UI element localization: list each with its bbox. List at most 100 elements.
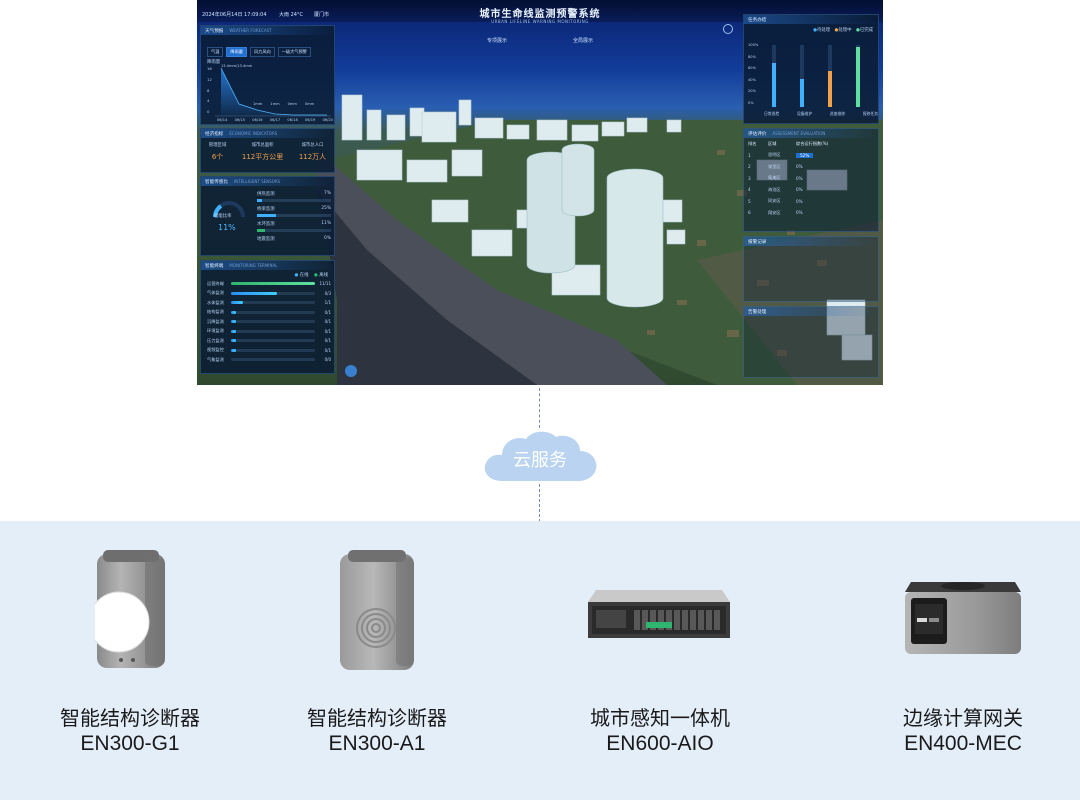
column-header: 排名 — [748, 140, 757, 146]
settings-icon[interactable] — [723, 24, 733, 34]
chip-wind[interactable]: 风力风向 — [249, 47, 275, 57]
sensor-with-disc-icon — [95, 550, 165, 668]
x-tick: 06/18 — [287, 118, 298, 122]
stat-value: 112万人 — [298, 153, 327, 161]
legend-item: 待处理 — [816, 28, 831, 33]
y-tick: 60% — [748, 66, 756, 71]
stat-value: 6个 — [211, 153, 224, 161]
y-tick: 80% — [748, 54, 756, 59]
y-tick: 20% — [748, 89, 756, 94]
x-tick: 06/17 — [269, 118, 281, 122]
panel-title-en: INTELLIGENT SENSORS — [233, 179, 281, 184]
point-label: 0mm — [304, 102, 315, 106]
device-name: 智能结构诊断器 — [60, 706, 200, 730]
category-label: 设备维护 — [796, 111, 813, 116]
column-header: 区域 — [768, 140, 777, 146]
panel-title: 智能终端 — [205, 264, 224, 269]
legend-item: 已完成 — [859, 28, 873, 33]
sensor-with-wireless-icon — [340, 550, 414, 670]
y-tick: 4 — [207, 98, 210, 104]
y-tick: 40% — [748, 77, 756, 82]
evaluation-panel: 评估评价 ASSESSMENT EVALUATION 排名 区域 综合运行指数(%… — [743, 128, 879, 232]
x-tick: 06/15 — [234, 118, 245, 122]
panel-title: 评估评价 — [748, 132, 767, 137]
panel-title: 经济指标 — [205, 132, 224, 137]
panel-title-en: ECONOMIC INDICATORS — [229, 131, 278, 136]
edge-gateway-icon — [905, 582, 1021, 654]
tab-global[interactable]: 全局展示 — [572, 38, 593, 44]
device-name: 边缘计算网关 — [903, 706, 1023, 730]
y-axis-ticks: 16 12 8 4 0 — [207, 66, 212, 114]
legend-offline: 离线 — [319, 273, 328, 278]
y-tick: 100% — [748, 43, 759, 47]
layers-icon[interactable] — [345, 365, 357, 377]
panel-title: 智能传感比 — [205, 180, 228, 185]
stat-total-area: 城市总面积 112平方公里 — [242, 142, 283, 162]
point-labels: 1mm 1mm 0mm 0mm — [253, 102, 314, 106]
x-axis-ticks: 06/14 06/15 06/16 06/17 06/18 06/19 06/2… — [217, 118, 333, 122]
connector-line-top — [539, 388, 540, 428]
legend-online: 在线 — [299, 273, 309, 278]
dashboard-subtitle: URBAN LIFELINE WARNING MONITORING — [491, 19, 589, 24]
stat-area-count: 管理区域 6个 — [209, 142, 227, 162]
cloud-service-label: 云服务 — [513, 450, 567, 471]
category-label: 日常巡检 — [764, 111, 780, 116]
stat-label: 管理区域 — [208, 143, 227, 148]
task-y-ticks: 100% 80% 60% 40% 20% 0% — [748, 43, 758, 105]
dashboard-title: 城市生命线监测预警系统 — [479, 9, 601, 20]
gauge-label: 智能比率 — [214, 214, 232, 219]
column-header: 综合运行指数(%) — [796, 140, 829, 146]
x-tick: 06/14 — [217, 118, 228, 122]
panel-title: 天气预报 — [205, 29, 224, 34]
panel-title-en: ASSESSMENT EVALUATION — [772, 131, 826, 136]
legend-item: 处理中 — [838, 28, 852, 33]
chip-warning[interactable]: 一级大气预警 — [277, 47, 311, 57]
tab-special[interactable]: 专项展示 — [487, 38, 508, 44]
task-categories: 日常巡检 设备维护 巡查维修 报修任务 — [764, 111, 878, 117]
y-tick: 12 — [207, 76, 212, 82]
sensor-value: 11% — [321, 221, 331, 226]
y-tick: 0% — [748, 100, 754, 105]
view-tabs: 专项展示 全局展示 — [487, 37, 593, 44]
stat-label: 城市总面积 — [251, 143, 274, 148]
connector-line-bottom — [539, 484, 540, 522]
chip-temperature[interactable]: 气温 — [207, 47, 224, 57]
terminal-legend: ● 在线 ● 离线 — [294, 273, 329, 278]
point-label: 1mm — [253, 102, 263, 106]
panel-title: 告警处理 — [744, 307, 878, 316]
category-label: 报修任务 — [862, 111, 878, 116]
stat-value: 112平方公里 — [241, 153, 284, 161]
y-tick: 8 — [207, 87, 210, 93]
task-panel: 任务办结 ●待处理 ●处理中 ●已完成 100% 80% 60% 40% 20%… — [743, 14, 879, 124]
panel-title: 任务办结 — [744, 15, 878, 24]
panel-title-en: WEATHER FORECAST — [229, 28, 272, 33]
sensor-name: 地震监测 — [257, 237, 275, 242]
device-model: EN300-G1 — [80, 732, 180, 755]
alarm-panel: 报警记录 — [743, 236, 879, 302]
gauge-value: 11% — [218, 223, 236, 232]
rainfall-chart — [215, 67, 331, 117]
chart-legend: 降雨量 — [207, 60, 221, 65]
chip-rainfall[interactable]: 降雨量 — [226, 47, 247, 57]
peak-label: 13.4mm/13.4mm — [221, 64, 253, 68]
x-tick: 06/19 — [304, 118, 316, 122]
ratio-gauge — [213, 201, 245, 218]
